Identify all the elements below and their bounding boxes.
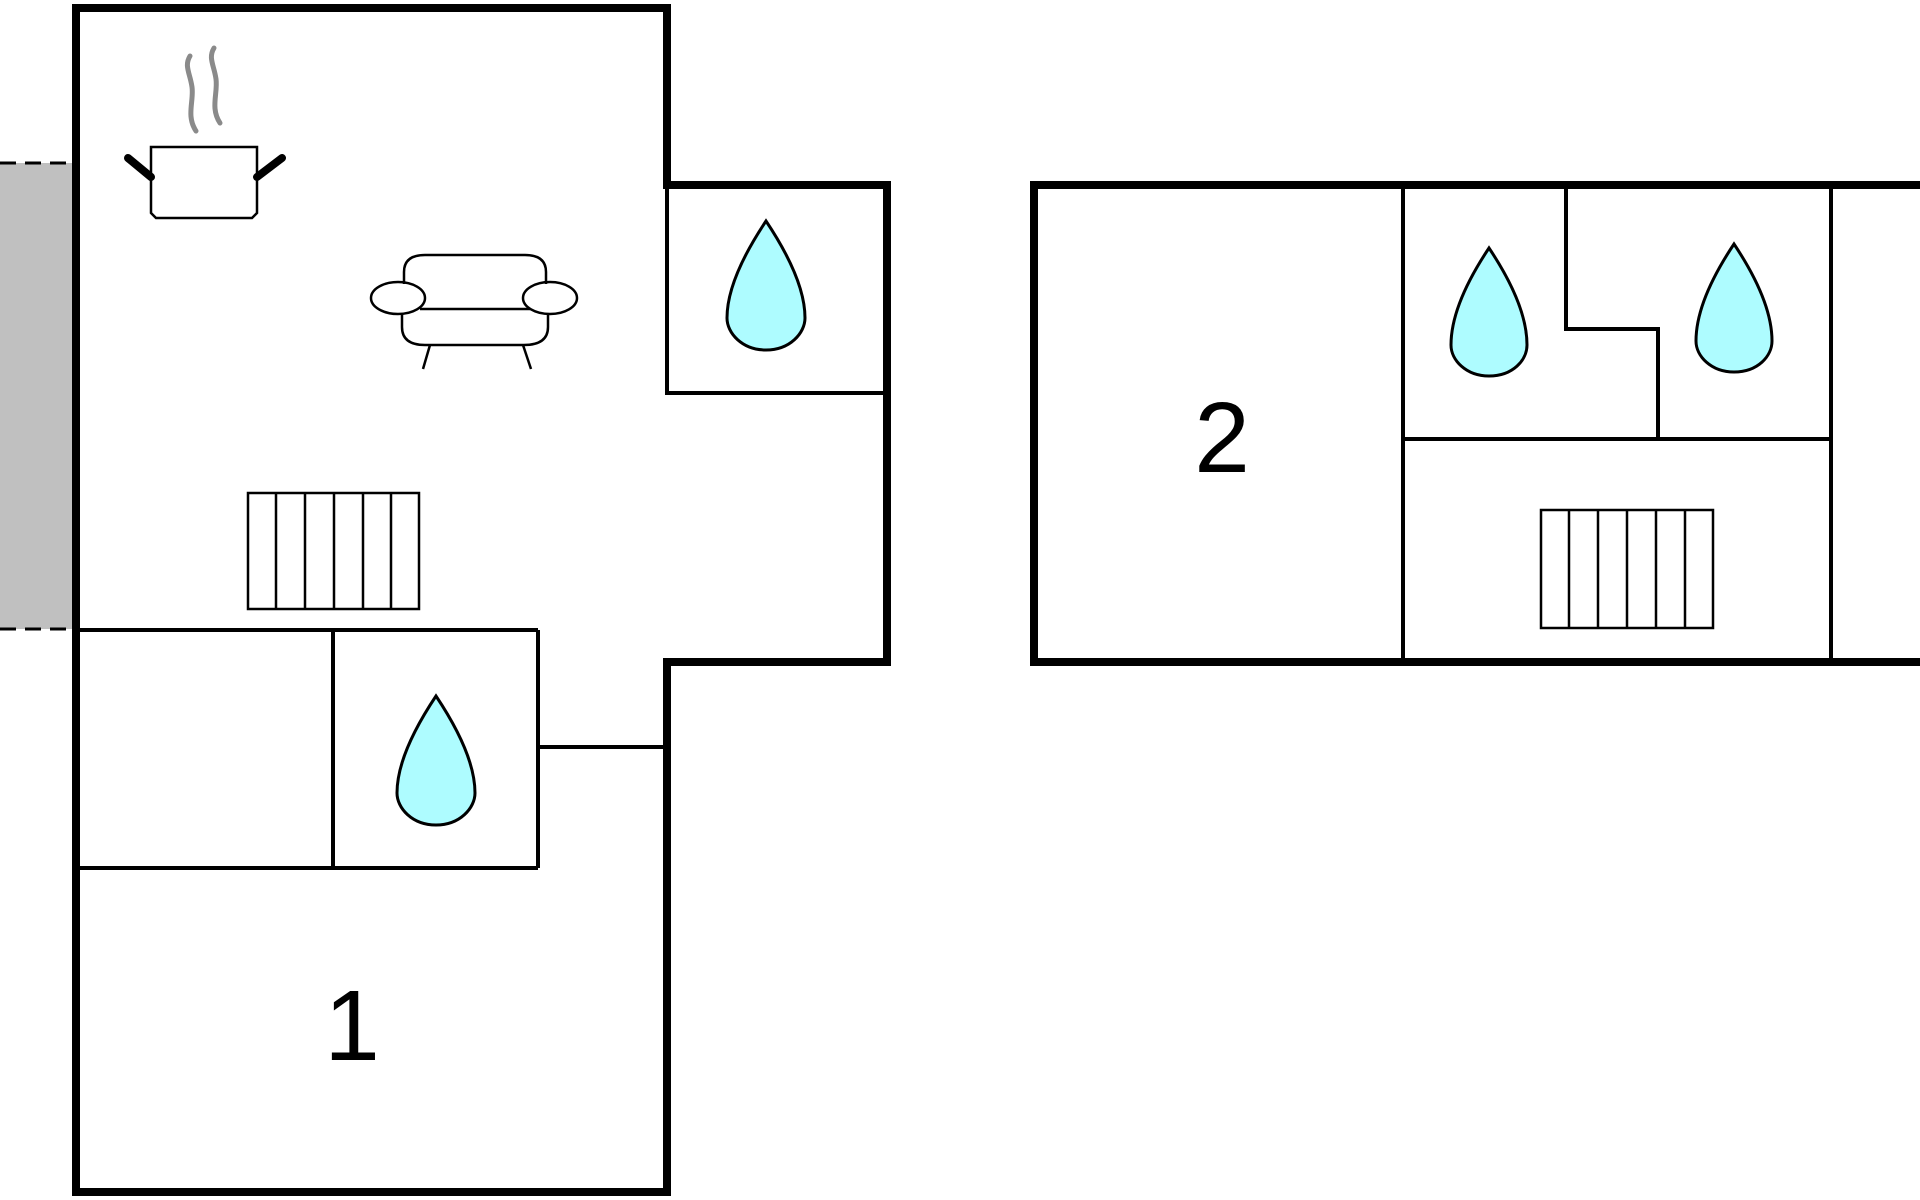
water-drop-icon: [1449, 245, 1529, 378]
floor-2-bathroom-divider: [1564, 187, 1660, 439]
floor-2-outer-wall: [1030, 181, 1920, 666]
floor-1-outer-wall: [72, 4, 891, 1196]
floor-2: 2: [1030, 181, 1920, 666]
radiator-icon: [246, 491, 421, 611]
floor-2-label: 2: [1194, 382, 1250, 494]
floor-1-label: 1: [324, 970, 380, 1082]
sofa-icon: [369, 253, 579, 370]
cooking-pot-icon: [124, 45, 286, 220]
floor-1: 1: [72, 4, 891, 1196]
water-drop-icon: [1694, 241, 1774, 374]
terrace: [0, 161, 72, 631]
floor-1-bathroom-upper: [665, 185, 885, 395]
water-drop-icon: [725, 218, 807, 352]
radiator-icon: [1539, 508, 1715, 630]
water-drop-icon: [395, 693, 477, 827]
